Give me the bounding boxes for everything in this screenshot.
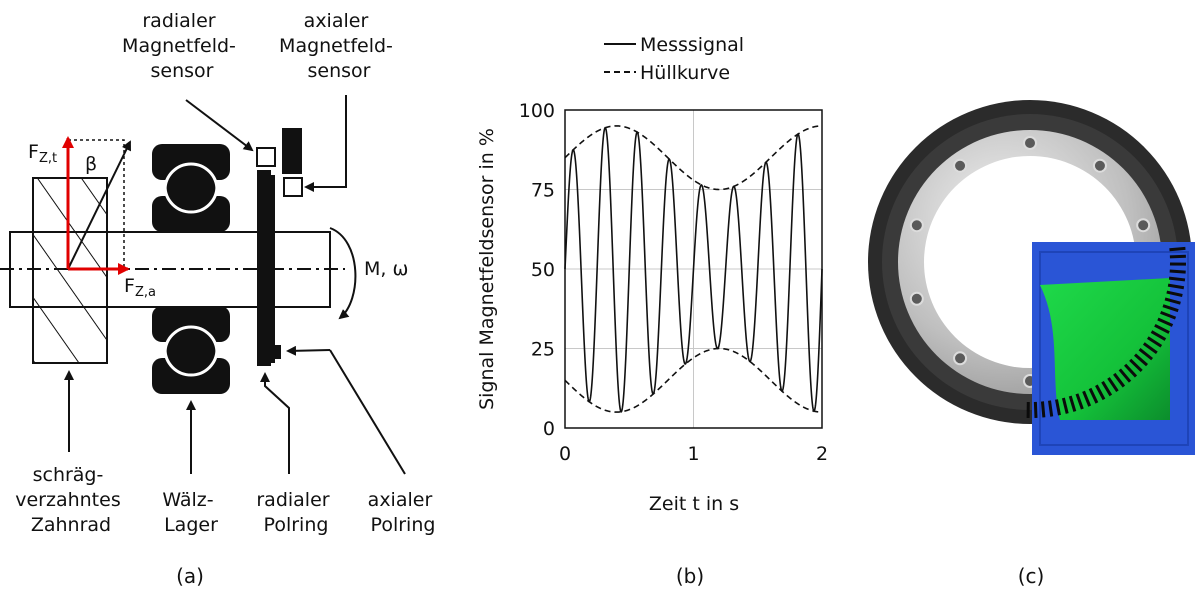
series-huellkurve-lower: [564, 347, 822, 413]
label-radial-ring: radialer Polring: [256, 489, 335, 536]
y-tick-label: 25: [531, 339, 555, 361]
pole-stripe: [1055, 399, 1061, 416]
label-fzt: FZ,t: [28, 141, 57, 166]
x-tick-label: 1: [687, 443, 699, 465]
pole-stripe: [1061, 397, 1069, 414]
resultant-force-arrow: [67, 140, 131, 270]
y-tick-label: 100: [519, 100, 555, 122]
x-tick-label: 2: [816, 443, 828, 465]
pole-stripe: [1047, 400, 1054, 417]
magnetic-pole-stripes: [1026, 246, 1187, 419]
label-bearing: Wälz- Lager: [162, 489, 219, 536]
pole-stripe: [1075, 393, 1084, 410]
pointer-axial-sensor: [304, 95, 347, 192]
pole-stripe: [1107, 377, 1119, 393]
mounting-hole: [909, 218, 924, 233]
panel-a-schematic: radialer Magnetfeld- sensor axialer Magn…: [0, 10, 439, 588]
series-huellkurve-upper: [564, 125, 822, 191]
y-ticks: 0 25 50 75 100: [519, 100, 555, 440]
caption-a: (a): [176, 564, 204, 588]
panel-b-chart: 0 25 50 75 100 0 1 2 Messsignal Hüllkurve Zeit…: [476, 34, 828, 588]
label-gear: schräg- verzahntes Zahnrad: [15, 464, 127, 536]
rolling-bearing-top: [152, 144, 230, 232]
pole-stripe: [1164, 297, 1181, 305]
mounting-hole: [1023, 136, 1037, 150]
pole-stripe: [1169, 254, 1186, 259]
mounting-hole: [909, 291, 924, 306]
legend: Messsignal Hüllkurve: [604, 34, 744, 84]
pole-stripe: [1162, 304, 1179, 313]
pole-stripe: [1142, 342, 1158, 355]
pole-stripe: [1169, 269, 1186, 274]
pole-stripe: [1124, 363, 1138, 378]
label-axial-sensor: axialer Magnetfeld- sensor: [279, 10, 399, 82]
mounting-hole: [1136, 218, 1151, 233]
pole-stripe: [1147, 336, 1163, 348]
y-tick-label: 0: [543, 418, 555, 440]
y-axis-label: Signal Magnetfeldsensor in %: [476, 128, 498, 410]
mounting-hole: [953, 351, 968, 366]
panel-c-photo: (c): [868, 100, 1195, 588]
pole-stripe: [1167, 283, 1185, 290]
pole-stripe: [1168, 276, 1186, 282]
pole-stripe: [1134, 353, 1149, 367]
pole-stripe: [1033, 401, 1038, 418]
pole-stripe: [1101, 380, 1113, 397]
mounting-hole: [1092, 158, 1107, 173]
pole-stripe: [1129, 358, 1143, 373]
pole-stripe: [1088, 387, 1099, 404]
x-tick-label: 0: [559, 443, 571, 465]
label-torque: M, ω: [364, 258, 408, 280]
x-axis-label: Zeit t in s: [649, 493, 739, 515]
caption-b: (b): [676, 564, 704, 588]
series-messsignal: [564, 126, 823, 413]
pole-stripe: [1150, 330, 1167, 341]
pole-stripe: [1040, 401, 1046, 418]
pole-stripe: [1138, 347, 1154, 361]
green-field-region: [1040, 278, 1170, 420]
label-radial-sensor: radialer Magnetfeld- sensor: [122, 10, 242, 82]
pole-stripe: [1169, 246, 1186, 252]
x-ticks: 0 1 2: [559, 443, 828, 465]
force-parallelogram: [68, 139, 125, 269]
legend-label-huellkurve: Hüllkurve: [640, 62, 730, 84]
pole-stripe: [1095, 384, 1106, 401]
pole-stripe: [1113, 372, 1126, 388]
pole-stripe: [1118, 368, 1132, 383]
pole-stripe: [1154, 324, 1170, 334]
label-beta: β: [85, 153, 97, 175]
label-axial-ring: axialer Polring: [368, 489, 439, 536]
caption-c: (c): [1018, 564, 1045, 588]
radial-sensor-box: [256, 147, 276, 167]
mounting-hole: [953, 158, 968, 173]
axial-sensor-box: [283, 177, 303, 197]
pointer-radial-ring: [260, 372, 290, 474]
y-tick-label: 75: [531, 180, 555, 202]
pole-stripe: [1082, 390, 1092, 407]
torque-arrow: [329, 227, 357, 320]
legend-label-messsignal: Messsignal: [640, 34, 744, 56]
pole-stripe: [1068, 395, 1077, 412]
pointer-radial-sensor: [185, 99, 254, 152]
pole-stripe: [1157, 317, 1174, 327]
pole-stripe: [1166, 290, 1183, 297]
label-fza: FZ,a: [124, 275, 156, 300]
pole-stripe: [1160, 311, 1177, 320]
radial-pole-ring: [257, 170, 271, 366]
rolling-bearing-bottom: [152, 306, 230, 394]
y-tick-label: 50: [531, 259, 555, 281]
sensor-holder: [282, 128, 302, 174]
pointer-axial-ring: [329, 349, 406, 475]
